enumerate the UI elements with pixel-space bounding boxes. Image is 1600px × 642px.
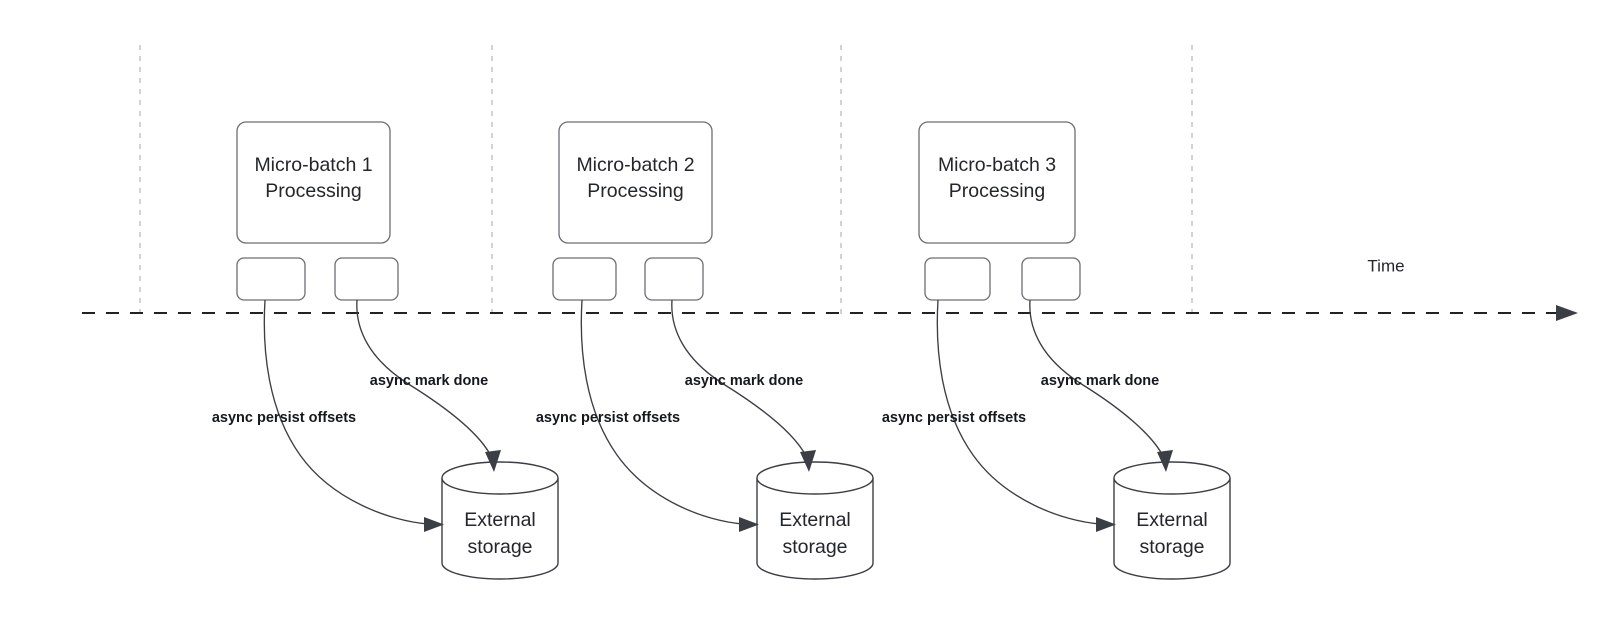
edge-mark-done-3-path [1029, 299, 1164, 457]
edge-persist-offsets-2: async persist offsets [536, 299, 759, 532]
external-storage-3[interactable]: External storage [1113, 461, 1231, 580]
external-storage-1[interactable]: External storage [441, 461, 559, 580]
micro-batch-1-label-line2: Processing [265, 180, 361, 202]
edge-persist-offsets-1-label: async persist offsets [212, 410, 356, 426]
edge-mark-done-3-label: async mark done [1041, 373, 1159, 389]
external-storage-2-body[interactable] [756, 478, 874, 580]
edge-persist-offsets-1: async persist offsets [212, 299, 444, 532]
external-storage-3-label-line2: storage [1139, 536, 1204, 558]
micro-batch-3-label-line1: Micro-batch 3 [938, 154, 1056, 176]
lane-dividers [139, 45, 1193, 317]
edge-persist-offsets-1-arrowhead [424, 517, 444, 532]
task-box-3a[interactable] [924, 257, 991, 301]
micro-batch-3-box[interactable]: Micro-batch 3 Processing [918, 121, 1076, 244]
external-storage-3-label-line1: External [1136, 509, 1208, 531]
micro-batch-3-label-line2: Processing [949, 180, 1045, 202]
micro-batch-1-box[interactable]: Micro-batch 1 Processing [236, 121, 391, 244]
micro-batch-2-label-line2: Processing [587, 180, 683, 202]
edge-mark-done-1-arrowhead [485, 450, 501, 472]
edge-mark-done-3-arrowhead [1157, 450, 1173, 472]
external-storage-1-label-line2: storage [467, 536, 532, 558]
edge-mark-done-2-arrowhead [800, 450, 816, 472]
external-storage-1-top[interactable] [441, 461, 559, 495]
edge-persist-offsets-3-label: async persist offsets [882, 410, 1026, 426]
external-storage-3-top[interactable] [1113, 461, 1231, 495]
task-box-2b[interactable] [644, 257, 704, 301]
edge-persist-offsets-2-label: async persist offsets [536, 410, 680, 426]
micro-batch-1-label-line1: Micro-batch 1 [254, 154, 372, 176]
external-storage-2[interactable]: External storage [756, 461, 874, 580]
external-storage-1-label-line1: External [464, 509, 536, 531]
group-3: Micro-batch 3 Processing External storag… [882, 121, 1231, 580]
micro-batch-2-label-line1: Micro-batch 2 [576, 154, 694, 176]
external-storage-2-label-line1: External [779, 509, 851, 531]
edge-persist-offsets-3: async persist offsets [882, 299, 1116, 532]
group-1: Micro-batch 1 Processing External storag… [212, 121, 559, 580]
task-box-1b[interactable] [334, 257, 399, 301]
edge-mark-done-1-label: async mark done [370, 373, 488, 389]
group-2: Micro-batch 2 Processing External storag… [536, 121, 874, 580]
edge-persist-offsets-2-path [580, 299, 744, 525]
task-box-2a[interactable] [552, 257, 617, 301]
micro-batch-2-box[interactable]: Micro-batch 2 Processing [558, 121, 713, 244]
external-storage-3-body[interactable] [1113, 478, 1231, 580]
edge-persist-offsets-3-arrowhead [1096, 517, 1116, 532]
micro-batch-2-rect[interactable] [558, 121, 713, 244]
edge-mark-done-1-path [356, 299, 492, 457]
external-storage-1-body[interactable] [441, 478, 559, 580]
micro-batch-3-rect[interactable] [918, 121, 1076, 244]
edge-mark-done-3: async mark done [1029, 299, 1173, 472]
edge-persist-offsets-3-path [936, 299, 1101, 525]
edge-mark-done-1: async mark done [356, 299, 501, 472]
edge-mark-done-2: async mark done [671, 299, 816, 472]
edge-mark-done-2-path [671, 299, 807, 457]
external-storage-2-label-line2: storage [782, 536, 847, 558]
time-axis-label: Time [1367, 256, 1404, 275]
time-axis: Time [82, 256, 1578, 321]
task-box-3b[interactable] [1021, 257, 1081, 301]
micro-batch-1-rect[interactable] [236, 121, 391, 244]
task-box-1a[interactable] [236, 257, 306, 301]
time-axis-arrowhead [1556, 305, 1578, 321]
external-storage-2-top[interactable] [756, 461, 874, 495]
edge-persist-offsets-1-path [263, 299, 429, 525]
edge-persist-offsets-2-arrowhead [739, 517, 759, 532]
edge-mark-done-2-label: async mark done [685, 373, 803, 389]
